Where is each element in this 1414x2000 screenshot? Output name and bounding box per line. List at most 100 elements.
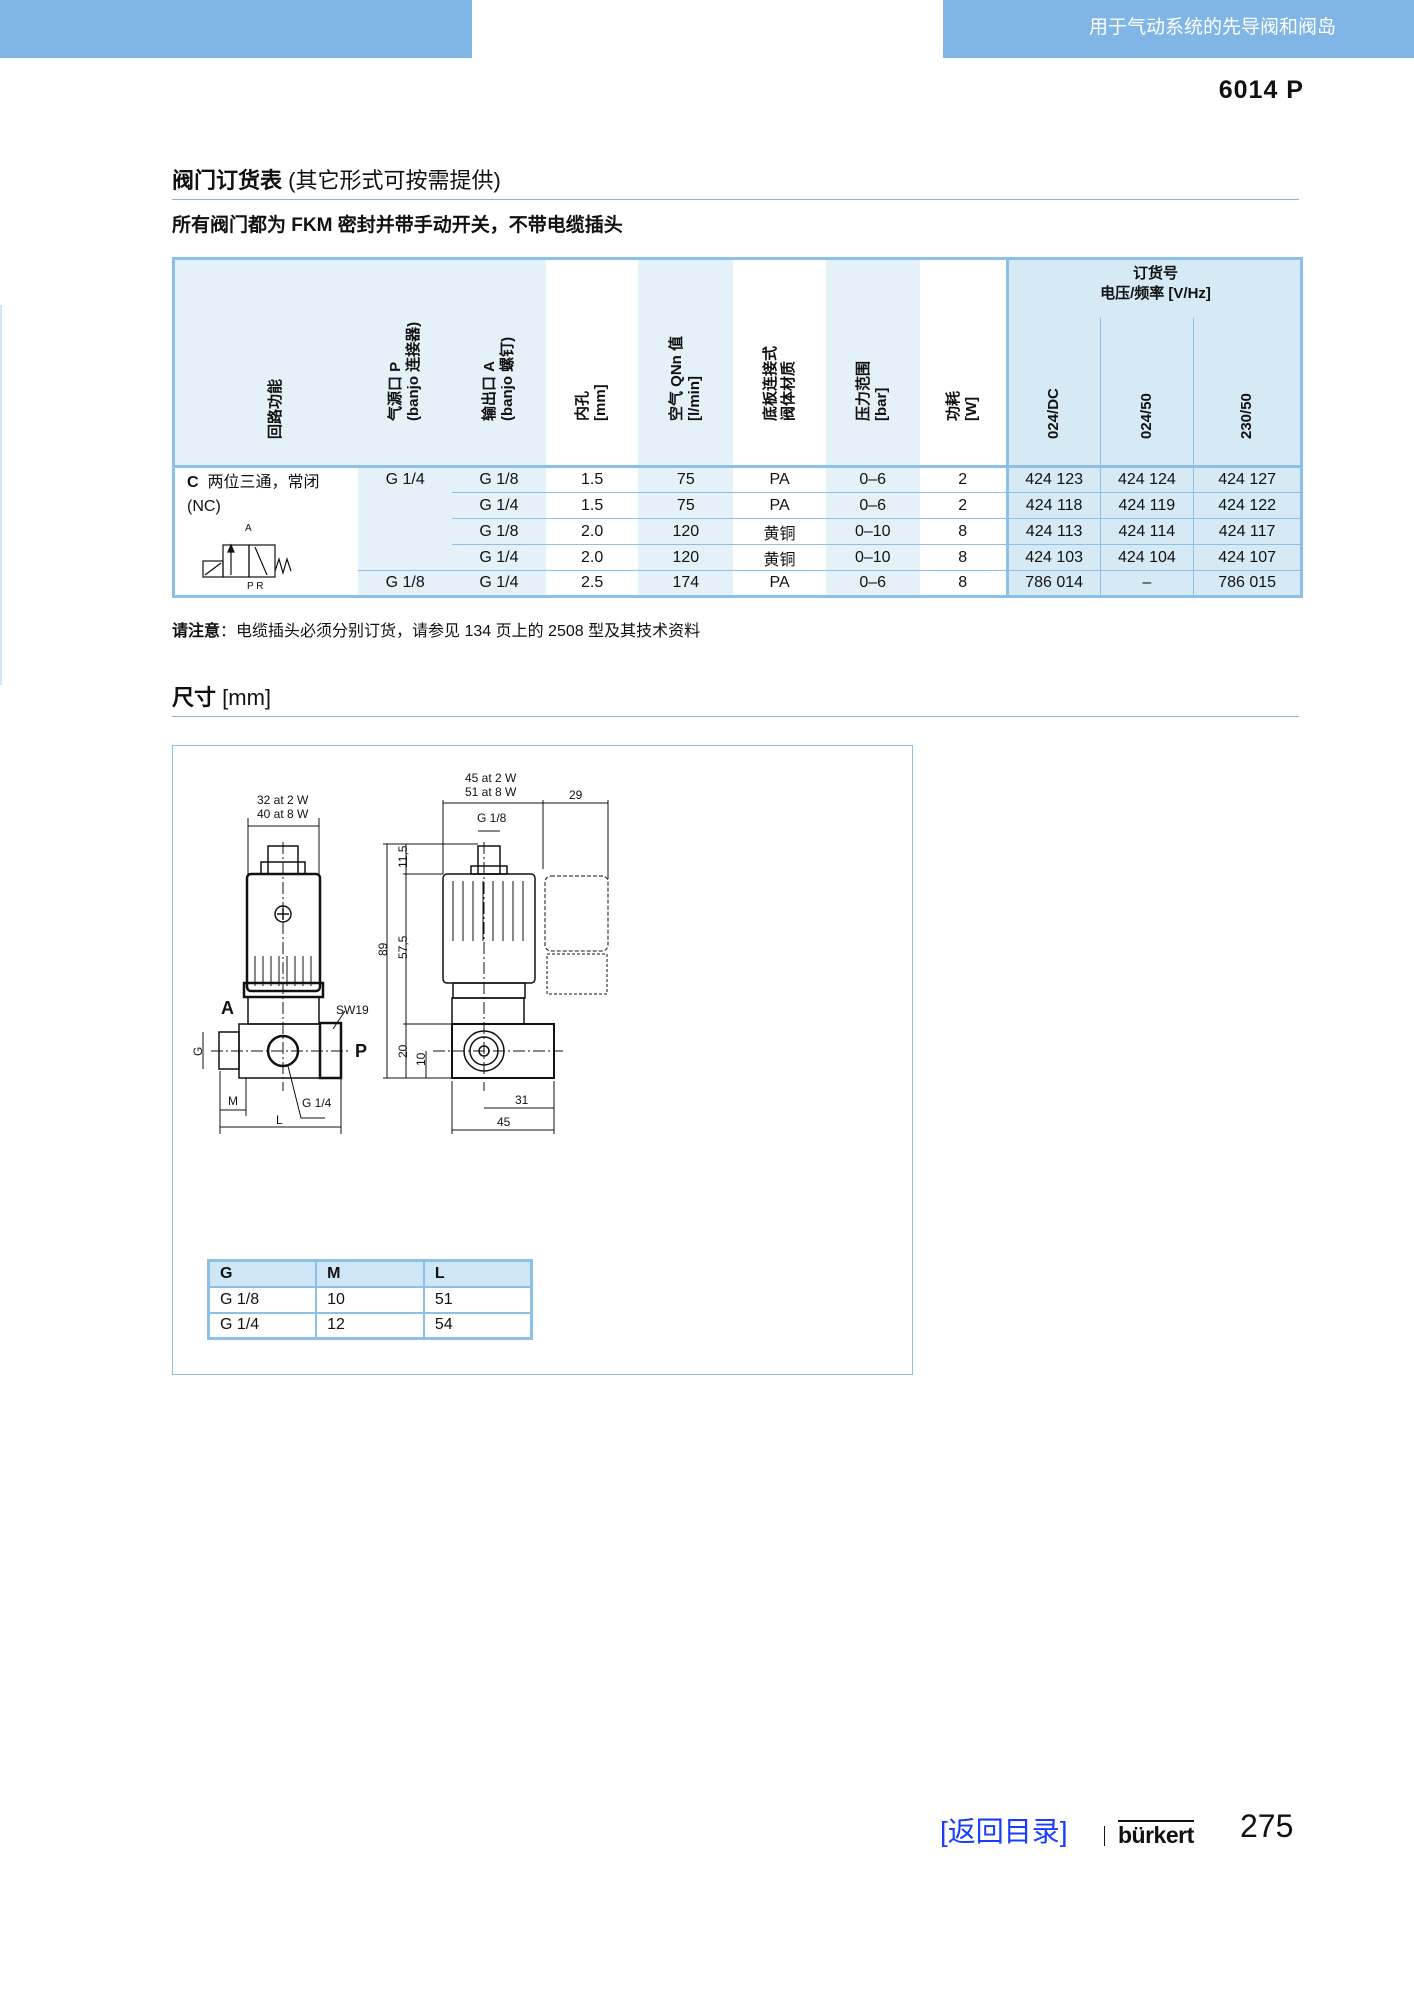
order-table-rows-3-o1: 424 103: [1005, 544, 1100, 571]
order-table-rows-0-o3: 424 127: [1193, 466, 1302, 493]
section2-title-rest: [mm]: [216, 685, 272, 710]
order-table-rows-4-body: PA: [733, 570, 826, 597]
order-number-heading: 订货号 电压/频率 [V/Hz]: [1011, 260, 1300, 318]
dim-29: 29: [569, 788, 583, 802]
dim-31: 31: [515, 1093, 529, 1107]
order-table-rows-1-a: G 1/4: [452, 492, 546, 519]
dim-table-rows-1-0: G 1/4: [207, 1311, 318, 1340]
dim-89: 89: [376, 942, 390, 956]
footer-separator: [1104, 1826, 1105, 1846]
order-table-rows-2-power: 8: [919, 518, 1008, 545]
order-table-function-symbol-labels-0: A: [245, 523, 252, 534]
dim-10: 10: [414, 1052, 428, 1066]
order-table-rows-2-o1: 424 113: [1005, 518, 1100, 545]
dim-m: M: [228, 1094, 238, 1108]
col-port-p: 气源口 P(banjo 连接器): [358, 258, 453, 468]
order-table-voltages-1: 024/50: [1137, 393, 1155, 439]
header-bar-left: [0, 0, 472, 58]
col-port-a: 输出口 A(banjo 螺钉): [452, 258, 546, 468]
order-table-rows-2-o3: 424 117: [1193, 518, 1302, 545]
note-label: 请注意: [172, 623, 221, 640]
port-a-label: A: [221, 998, 234, 1018]
order-table-rows-4-p: G 1/8: [358, 570, 453, 597]
dim-l: L: [276, 1113, 283, 1127]
back-to-contents-link[interactable]: [返回目录]: [940, 1816, 1068, 1847]
order-table-rows-0-o1: 424 123: [1005, 466, 1100, 493]
dim-20: 20: [396, 1044, 410, 1058]
dim-width-8w-left: 40 at 8 W: [257, 807, 309, 821]
order-table-rows-4-a: G 1/4: [452, 570, 546, 597]
dim-g14: G 1/4: [302, 1096, 332, 1110]
order-table-rows-0-body: PA: [733, 466, 826, 493]
order-table-headers-12: [bar]: [872, 387, 890, 421]
dim-width-2w-right: 45 at 2 W: [465, 771, 517, 785]
valve-symbol-icon: A P R: [202, 523, 292, 589]
section1-title-bold: 阀门订货表: [172, 168, 283, 193]
order-table-rows-0-a: G 1/8: [452, 466, 546, 493]
dim-width-8w-right: 51 at 8 W: [465, 785, 517, 799]
order-table-rows-1-body: PA: [733, 492, 826, 519]
order-table-headers-1: 气源口 P: [387, 361, 405, 421]
dim-57-5: 57,5: [396, 935, 410, 959]
order-table-headers-6: [mm]: [592, 384, 610, 421]
dim-45: 45: [497, 1115, 511, 1129]
burkert-logo: bürkert: [1118, 1820, 1194, 1848]
order-table-rows-4-power: 8: [919, 570, 1008, 597]
dim-table-rows-0-2: 51: [422, 1285, 533, 1314]
dim-table-rows-1-2: 54: [422, 1311, 533, 1340]
dim-table-headers-0: G: [207, 1259, 318, 1288]
order-table-function-symbol-labels-1: P R: [247, 581, 264, 589]
order-table-rows-4-orifice: 2.5: [545, 570, 639, 597]
model-number: 6014 P: [1218, 76, 1304, 104]
order-table-rows-4-o2: –: [1099, 570, 1194, 597]
side-marker: [0, 305, 2, 685]
order-table-headers-9: 底板连接式: [761, 345, 779, 421]
valve-side-view: [383, 800, 609, 1134]
order-table-heading: 阀门订货表 (其它形式可按需提供): [172, 163, 1299, 200]
order-table-order-sub: 电压/频率 [V/Hz]: [1100, 285, 1211, 302]
order-table-rows-0-orifice: 1.5: [545, 466, 639, 493]
order-table-voltages-2: 230/50: [1238, 393, 1256, 439]
order-table-headers-4: (banjo 螺钉): [498, 336, 516, 421]
order-table-headers-8: [l/min]: [685, 376, 703, 421]
dim-width-2w-left: 32 at 2 W: [257, 793, 309, 807]
col-body-material: 底板连接式阀体材质: [733, 258, 826, 468]
order-table-rows-1-flow: 75: [638, 492, 734, 519]
order-table-headers-7: 空气 QNn 值: [667, 336, 685, 421]
dimension-drawing-panel: 32 at 2 W 40 at 8 W 45 at 2 W 51 at 8 W …: [172, 745, 913, 1375]
dimensions-heading: 尺寸 [mm]: [172, 680, 1299, 717]
order-table-rows-3-o2: 424 104: [1099, 544, 1194, 571]
col-power: 功耗[W]: [919, 258, 1008, 468]
section2-title-bold: 尺寸: [172, 685, 217, 710]
order-table-rows-1-orifice: 1.5: [545, 492, 639, 519]
order-table-rows-4-flow: 174: [638, 570, 734, 597]
order-table-rows-0-power: 2: [919, 466, 1008, 493]
order-table-rows-3-o3: 424 107: [1193, 544, 1302, 571]
order-table-rows-4-pressure: 0–6: [825, 570, 920, 597]
order-table-voltages-0: 024/DC: [1045, 388, 1063, 439]
order-table-rows-1-power: 2: [919, 492, 1008, 519]
order-table-headers-13: 功耗: [944, 390, 962, 421]
col-pressure: 压力范围[bar]: [825, 258, 920, 468]
order-table-rows-2-flow: 120: [638, 518, 734, 545]
order-table-rows-1-o3: 424 122: [1193, 492, 1302, 519]
order-table-headers-2: (banjo 连接器): [405, 321, 423, 421]
order-table-rows-4-o3: 786 015: [1193, 570, 1302, 597]
col-orifice: 内孔[mm]: [545, 258, 639, 468]
order-table-order-group: 订货号: [1132, 265, 1178, 282]
dim-g18: G 1/8: [477, 811, 507, 825]
order-table-rows-0-pressure: 0–6: [825, 466, 920, 493]
valve-dimension-drawing: 32 at 2 W 40 at 8 W 45 at 2 W 51 at 8 W …: [191, 771, 609, 1134]
order-table-headers-3: 输出口 A: [480, 360, 498, 421]
dim-11-5: 11,5: [396, 845, 410, 868]
order-table-function-abbr: (NC): [187, 498, 221, 515]
order-table-rows-3-a: G 1/4: [452, 544, 546, 571]
col-flow: 空气 QNn 值[l/min]: [638, 258, 734, 468]
